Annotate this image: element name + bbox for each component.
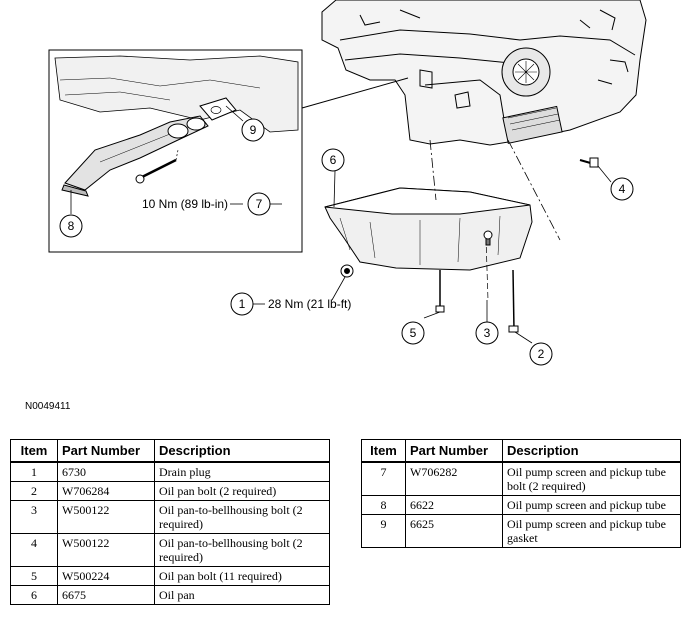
torque-label-7: 10 Nm (89 lb-in) <box>142 197 228 211</box>
cell-description: Oil pan bolt (2 required) <box>154 481 330 501</box>
cell-item: 2 <box>10 481 58 501</box>
callout-7 <box>247 192 271 216</box>
cell-item: 7 <box>361 461 406 496</box>
cell-description: Oil pan bolt (11 required) <box>154 566 330 586</box>
callout-5 <box>401 321 425 345</box>
torque-label-1: 28 Nm (21 lb-ft) <box>268 297 351 311</box>
cell-description: Drain plug <box>154 461 330 482</box>
oil-pan-illustration <box>324 187 533 278</box>
cell-item: 5 <box>10 566 58 586</box>
header-item: Item <box>361 439 406 463</box>
figure-id: N0049411 <box>25 401 71 412</box>
header-part-number: Part Number <box>57 439 155 463</box>
callout-2-number: 2 <box>538 347 545 361</box>
callout-5-number: 5 <box>410 326 417 340</box>
cell-description: Oil pan-to-bellhousing bolt (2 required) <box>154 500 330 534</box>
inset-leader-line <box>301 77 409 109</box>
cell-part-number: W706282 <box>405 461 503 496</box>
callout-1-number: 1 <box>239 297 246 311</box>
cell-item: 6 <box>10 585 58 605</box>
cell-description: Oil pump screen and pickup tube <box>502 495 681 515</box>
exploded-view-diagram: 1 2 3 4 5 6 7 8 9 28 Nm (21 lb-ft) 10 Nm… <box>48 0 647 366</box>
callout-9-number: 9 <box>250 123 257 137</box>
header-description: Description <box>154 439 330 463</box>
cell-part-number: 6625 <box>405 514 503 548</box>
cell-part-number: W500122 <box>57 500 155 534</box>
cell-description: Oil pan-to-bellhousing bolt (2 required) <box>154 533 330 567</box>
cell-part-number: W500122 <box>57 533 155 567</box>
assembly-centerlines <box>429 139 599 333</box>
cell-item: 1 <box>10 461 58 482</box>
cell-description: Oil pump screen and pickup tube bolt (2 … <box>502 461 681 496</box>
cell-part-number: 6675 <box>57 585 155 605</box>
callout-8 <box>59 214 83 238</box>
callout-7-number: 7 <box>256 197 263 211</box>
cell-part-number: 6730 <box>57 461 155 482</box>
callout-4 <box>610 177 634 201</box>
header-part-number: Part Number <box>405 439 503 463</box>
callout-4-number: 4 <box>619 182 626 196</box>
callout-markers <box>59 118 634 366</box>
cell-item: 3 <box>10 500 58 534</box>
callout-3 <box>475 321 499 345</box>
cell-part-number: 6622 <box>405 495 503 515</box>
cell-item: 8 <box>361 495 406 515</box>
callout-8-number: 8 <box>68 219 75 233</box>
table-header-row: Item Part Number Description <box>361 439 681 463</box>
callout-3-number: 3 <box>484 326 491 340</box>
cell-item: 9 <box>361 514 406 548</box>
table-header-row: Item Part Number Description <box>10 439 330 463</box>
cell-description: Oil pump screen and pickup tube gasket <box>502 514 681 548</box>
callout-2 <box>529 342 553 366</box>
detail-inset <box>48 49 303 253</box>
cell-part-number: W500224 <box>57 566 155 586</box>
header-item: Item <box>10 439 58 463</box>
cell-item: 4 <box>10 533 58 567</box>
cell-part-number: W706284 <box>57 481 155 501</box>
callout-1 <box>230 292 254 316</box>
cell-description: Oil pan <box>154 585 330 605</box>
engine-block-illustration <box>321 0 647 146</box>
header-description: Description <box>502 439 681 463</box>
callout-6-number: 6 <box>330 153 337 167</box>
callout-6 <box>321 148 345 172</box>
callout-9 <box>241 118 265 142</box>
